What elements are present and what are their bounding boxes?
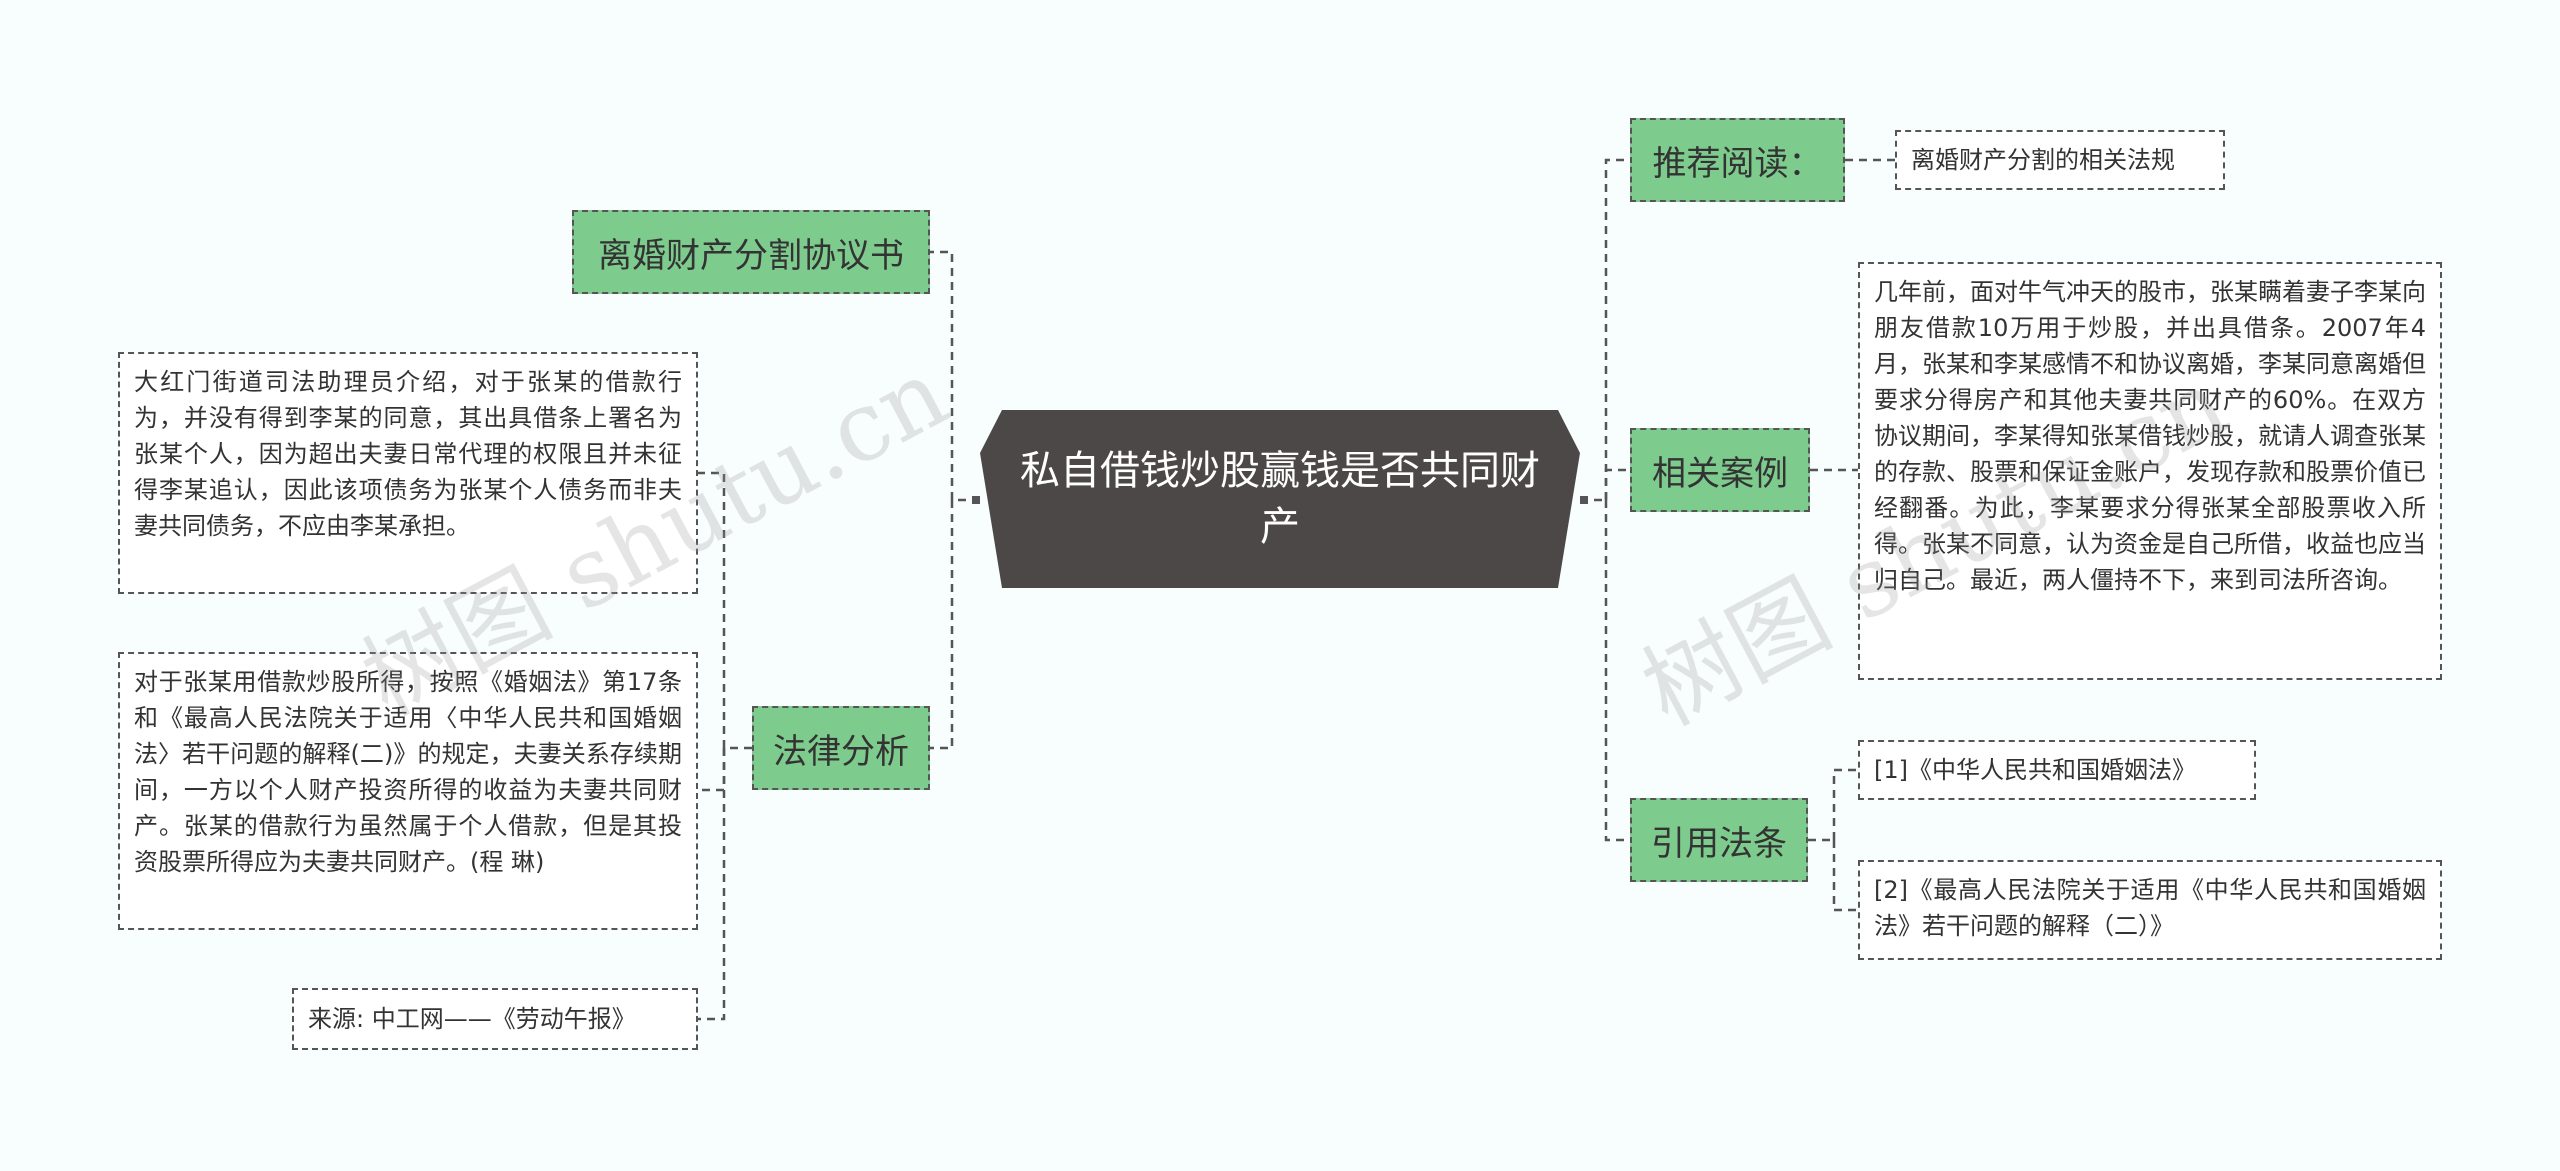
leaf-cited-law-1[interactable]: [1]《中华人民共和国婚姻法》 bbox=[1858, 740, 2256, 800]
link-laws-item2 bbox=[1832, 840, 1858, 912]
central-topic[interactable]: 私自借钱炒股赢钱是否共同财产 bbox=[980, 410, 1580, 588]
central-topic-label: 私自借钱炒股赢钱是否共同财产 bbox=[1020, 448, 1540, 550]
link-right-laws bbox=[1604, 500, 1630, 842]
topic-cited-laws-label: 引用法条 bbox=[1651, 823, 1787, 864]
topic-cited-laws[interactable]: 引用法条 bbox=[1630, 798, 1808, 882]
topic-legal-analysis[interactable]: 法律分析 bbox=[752, 706, 930, 790]
leaf-legal-paragraph-1[interactable]: 大红门街道司法助理员介绍，对于张某的借款行为，并没有得到李某的同意，其出具借条上… bbox=[118, 352, 698, 594]
leaf-legal-source[interactable]: 来源: 中工网——《劳动午报》 bbox=[292, 988, 698, 1050]
link-legal-para2 bbox=[698, 748, 726, 792]
topic-divorce-agreement-label: 离婚财产分割协议书 bbox=[598, 235, 904, 276]
topic-recommended-reading-label: 推荐阅读： bbox=[1652, 143, 1823, 184]
leaf-cited-law-2[interactable]: [2]《最高人民法院关于适用《中华人民共和国婚姻法》若干问题的解释（二）》 bbox=[1858, 860, 2442, 960]
topic-divorce-agreement[interactable]: 离婚财产分割协议书 bbox=[572, 210, 930, 294]
topic-related-case[interactable]: 相关案例 bbox=[1630, 428, 1810, 512]
central-right-cap bbox=[1580, 496, 1588, 504]
leaf-related-case-text-body: 几年前，面对牛气冲天的股市，张某瞒着妻子李某向朋友借款10万用于炒股，并出具借条… bbox=[1874, 278, 2426, 594]
leaf-legal-paragraph-1-text: 大红门街道司法助理员介绍，对于张某的借款行为，并没有得到李某的同意，其出具借条上… bbox=[134, 368, 682, 540]
central-left-cap bbox=[972, 496, 980, 504]
leaf-legal-source-text: 来源: 中工网——《劳动午报》 bbox=[308, 1005, 636, 1033]
leaf-legal-paragraph-2[interactable]: 对于张某用借款炒股所得，按照《婚姻法》第17条和《最高人民法院关于适用〈中华人民… bbox=[118, 652, 698, 930]
link-legal-para1 bbox=[698, 471, 726, 748]
link-right-case bbox=[1604, 468, 1630, 500]
link-left-agreement bbox=[930, 250, 954, 500]
leaf-recommended-item[interactable]: 离婚财产分割的相关法规 bbox=[1895, 130, 2225, 190]
link-right-recommend bbox=[1604, 158, 1630, 500]
leaf-legal-paragraph-2-text: 对于张某用借款炒股所得，按照《婚姻法》第17条和《最高人民法院关于适用〈中华人民… bbox=[134, 668, 682, 876]
link-laws-item1 bbox=[1832, 768, 1858, 840]
leaf-related-case-text[interactable]: 几年前，面对牛气冲天的股市，张某瞒着妻子李某向朋友借款10万用于炒股，并出具借条… bbox=[1858, 262, 2442, 680]
leaf-recommended-item-text: 离婚财产分割的相关法规 bbox=[1911, 146, 2175, 174]
link-legal-source bbox=[698, 748, 726, 1021]
topic-recommended-reading[interactable]: 推荐阅读： bbox=[1630, 118, 1845, 202]
leaf-cited-law-1-text: [1]《中华人民共和国婚姻法》 bbox=[1874, 756, 2196, 784]
topic-legal-analysis-label: 法律分析 bbox=[773, 731, 909, 772]
leaf-cited-law-2-text: [2]《最高人民法院关于适用《中华人民共和国婚姻法》若干问题的解释（二）》 bbox=[1874, 876, 2426, 940]
topic-related-case-label: 相关案例 bbox=[1652, 453, 1788, 494]
link-left-legal bbox=[930, 500, 954, 750]
